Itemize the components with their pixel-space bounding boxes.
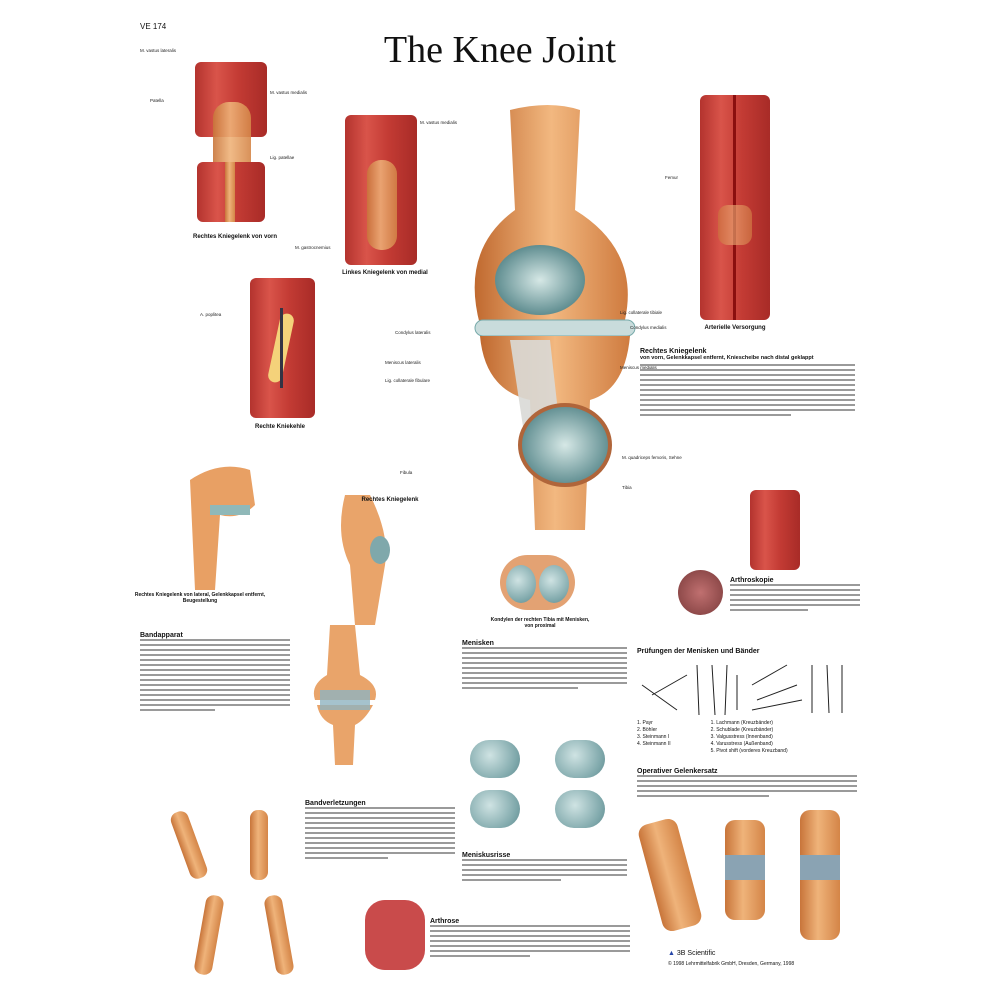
poster-title: The Knee Joint	[383, 29, 617, 71]
test-item: 4. Varusstress (Außenband)	[710, 741, 773, 747]
bandverletzungen-section: Bandverletzungen	[305, 800, 455, 859]
label-lig-coll-tib: Lig. collaterale tibiale	[620, 310, 663, 315]
menisken-section: Menisken	[462, 640, 627, 689]
label-vastus-lat: M. vastus lateralis	[140, 48, 177, 53]
test-item: 4. Steinmann II	[637, 741, 671, 747]
label-a-poplitea: A. poplitea	[200, 312, 222, 317]
label-gastrocnemius: M. gastrocnemius	[295, 245, 331, 250]
gelenkersatz-section: Operativer Gelenkersatz	[637, 768, 857, 797]
test-item: 1. Lachmann (Kreuzbänder)	[710, 720, 773, 726]
medial-view-illustration	[345, 115, 417, 265]
test-item: 3. Steinmann I	[637, 734, 670, 740]
caption-sagittal: Rechtes Kniegelenk	[361, 497, 419, 503]
label-femur: Femur	[665, 175, 679, 180]
tests-right-list: 1. Lachmann (Kreuzbänder) 2. Schublade (…	[711, 720, 788, 755]
tests-heading: Prüfungen der Menisken und Bänder	[637, 648, 760, 655]
arthroscopy-heading: Arthroskopie	[730, 577, 774, 584]
prosthesis-illustrations	[636, 810, 850, 940]
arthroscopy-illustration	[750, 490, 800, 570]
ligament-knee-illustration	[313, 625, 376, 765]
caption-tibia-condyles: Kondylen der rechten Tibia mit Menisken,…	[490, 617, 590, 629]
caption-medial-view: Linkes Kniegelenk von medial	[342, 270, 428, 276]
arterial-illustration	[700, 95, 770, 320]
menisken-heading: Menisken	[462, 640, 494, 647]
meniskusrisse-heading: Meniskusrisse	[462, 852, 511, 859]
caption-front-view: Rechtes Kniegelenk von vorn	[192, 234, 278, 240]
patella-surface	[495, 245, 585, 315]
label-lig-coll-fib: Lig. collaterale fibulare	[385, 378, 431, 383]
tests-line-drawings	[641, 664, 843, 716]
arthrosis-illustration	[365, 900, 425, 970]
tibia-condyles-illustration	[500, 555, 575, 610]
main-description: Rechtes Kniegelenk von vorn, Gelenkkapse…	[640, 348, 855, 416]
test-item: 3. Valgusstress (Innenband)	[710, 734, 773, 740]
patella	[518, 403, 612, 487]
sagittal-illustration	[341, 495, 390, 625]
main-subheading: von vorn, Gelenkkapsel entfernt, Kniesch…	[640, 355, 814, 361]
publisher-logo-icon: ▲	[668, 950, 675, 957]
caption-arterial: Arterielle Versorgung	[704, 325, 766, 331]
gelenkersatz-heading: Operativer Gelenkersatz	[637, 768, 718, 775]
front-view-illustration	[195, 62, 267, 222]
tests-section: Prüfungen der Menisken und Bänder 1. Pay…	[637, 648, 857, 755]
tests-left-list: 1. Payr 2. Böhler 3. Steinmann I 4. Stei…	[637, 720, 671, 755]
caption-lateral-section: Rechtes Kniegelenk von lateral, Gelenkka…	[134, 592, 266, 604]
arthrose-section: Arthrose	[430, 918, 630, 957]
poster-code: VE 174	[140, 22, 167, 31]
arthroscopy-section: Arthroskopie	[730, 577, 860, 611]
test-item: 5. Pivot shift (vorderes Kreuzband)	[710, 748, 788, 754]
meniscus-tears-illustrations	[465, 730, 625, 840]
ligament-injury-illustrations	[160, 800, 300, 980]
label-condylus-lat: Condylus lateralis	[395, 330, 431, 335]
popliteal-illustration	[250, 278, 315, 418]
central-knee-illustration	[474, 105, 636, 530]
bandverletzungen-heading: Bandverletzungen	[305, 800, 366, 807]
label-patella: Patella	[150, 98, 164, 103]
publisher-name: 3B Scientific	[676, 950, 716, 957]
arthrose-heading: Arthrose	[430, 918, 460, 925]
publisher-brand: ▲ 3B Scientific	[668, 950, 715, 957]
label-tibia: Tibia	[622, 485, 632, 490]
test-item: 2. Böhler	[637, 727, 658, 733]
publisher-copyright: © 1998 Lehrmittelfabrik GmbH, Dresden, G…	[668, 961, 795, 967]
meniskusrisse-section: Meniskusrisse	[462, 852, 627, 881]
bandapparat-heading: Bandapparat	[140, 632, 183, 639]
label-vastus-med: M. vastus medialis	[270, 90, 308, 95]
bandapparat-section: Bandapparat	[140, 632, 290, 711]
main-heading: Rechtes Kniegelenk	[640, 348, 707, 355]
arthroscopy-circle	[678, 570, 723, 615]
lateral-section-illustration	[190, 466, 255, 590]
caption-popliteal: Rechte Kniekehle	[254, 424, 306, 430]
label-quadriceps: M. quadriceps femoris, Sehne	[622, 455, 682, 460]
label-menisc-med: Meniscus medialis	[620, 365, 657, 370]
label-vastus-med-2: M. vastus medialis	[420, 120, 458, 125]
label-fibula: Fibula	[400, 470, 413, 475]
label-lig-patellae: Lig. patellae	[270, 155, 295, 160]
meniscus	[474, 319, 636, 337]
label-menisc-lat: Meniscus lateralis	[385, 360, 421, 365]
test-item: 2. Schublade (Kreuzbänder)	[710, 727, 774, 733]
label-condylus-med: Condylus medialis	[630, 325, 667, 330]
test-item: 1. Payr	[637, 720, 653, 726]
